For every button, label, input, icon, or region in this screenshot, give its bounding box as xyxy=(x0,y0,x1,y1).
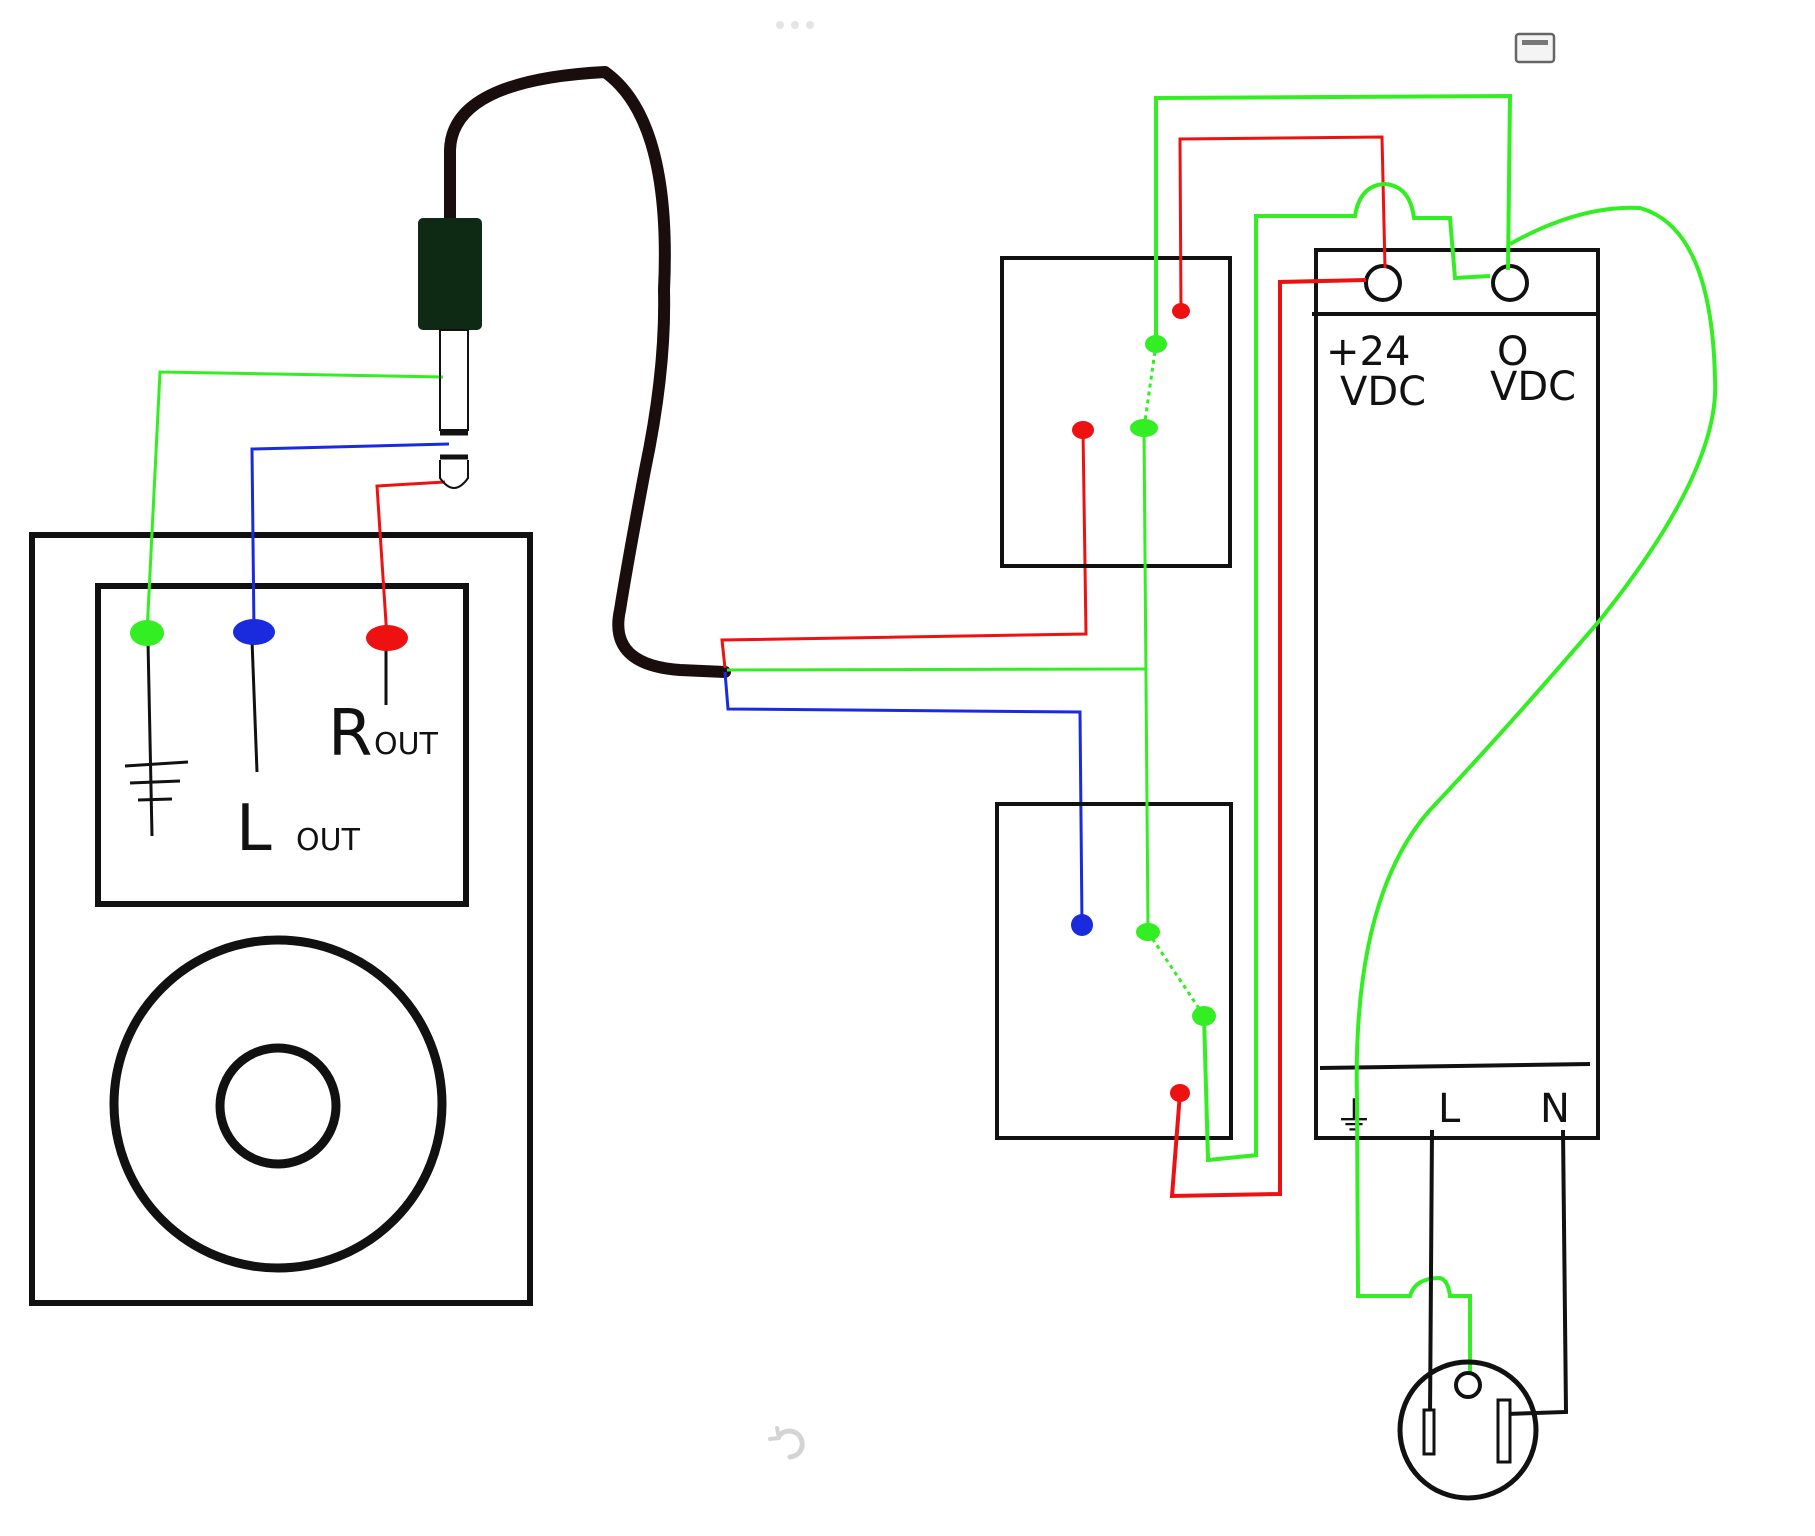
switch-bottom-body xyxy=(995,802,1233,1140)
mains-outlet xyxy=(1397,1359,1539,1501)
left-wire-to-switch xyxy=(723,671,1084,926)
ground-wire-bus xyxy=(726,667,1146,672)
switch-top-contact-link xyxy=(1142,343,1158,429)
relay-switch-bottom xyxy=(995,802,1233,1140)
green-earth-long xyxy=(1354,205,1718,1101)
psu-plus-unit: VDC xyxy=(1340,369,1426,415)
left-wire-to-plug xyxy=(250,442,450,633)
left-terminal-stem xyxy=(250,639,259,773)
psu-zero-label: O xyxy=(1497,329,1528,375)
window-icon[interactable] xyxy=(1514,32,1556,64)
l-out-label-letter: L xyxy=(236,792,272,866)
ground-wire-to-plug xyxy=(145,370,444,634)
green-switch-return xyxy=(1202,1015,1259,1163)
psu-n-label: N xyxy=(1540,1086,1570,1132)
r-out-label-sub: OUT xyxy=(374,727,439,762)
common-ground-link xyxy=(1142,427,1150,933)
ground-terminal-stem xyxy=(146,641,154,837)
plug-body xyxy=(418,218,482,330)
audio-player: L OUT R OUT xyxy=(29,532,533,1306)
psu-ground-label: ⏚ xyxy=(1334,1094,1374,1140)
center-button xyxy=(215,1043,341,1169)
psu-zero-terminal xyxy=(1491,264,1529,302)
right-wire-to-plug xyxy=(375,480,446,639)
red-to-psu-plus xyxy=(1169,278,1367,1199)
outlet-neutral-slot xyxy=(1496,1398,1512,1464)
earth-to-outlet xyxy=(1355,1099,1472,1385)
outlet-face xyxy=(1397,1359,1539,1501)
r-out-label-letter: R xyxy=(328,697,372,771)
switch-bottom-contact-link xyxy=(1146,931,1206,1017)
audio-cable xyxy=(444,66,731,678)
psu-plus-terminal xyxy=(1364,264,1402,302)
green-loop-top xyxy=(1154,93,1513,344)
click-wheel xyxy=(109,935,447,1273)
ground-icon xyxy=(124,760,189,802)
line-to-outlet xyxy=(1428,1129,1434,1419)
audio-plug xyxy=(418,66,731,678)
psu-plus-label: +24 xyxy=(1326,329,1410,375)
outlet-ground-hole xyxy=(1454,1371,1482,1399)
player-body xyxy=(29,532,533,1306)
switch-top-body xyxy=(1000,256,1232,568)
plug-sleeve xyxy=(439,329,469,431)
player-screen xyxy=(95,583,469,907)
green-crossover xyxy=(1254,181,1491,1156)
right-wire-to-switch xyxy=(720,429,1088,669)
plug-tip xyxy=(439,460,469,489)
neutral-to-outlet xyxy=(1505,1129,1569,1416)
refresh-icon[interactable] xyxy=(768,1426,805,1460)
psu-body xyxy=(1314,248,1600,1140)
switch-bottom-output-blue xyxy=(1071,914,1093,936)
psu-bottom-divider xyxy=(1319,1062,1591,1070)
power-supply: +24 VDC O VDC ⏚ L N xyxy=(1312,248,1600,1140)
outlet-line-slot xyxy=(1422,1408,1436,1456)
psu-l-label: L xyxy=(1438,1086,1461,1132)
relay-switch-top xyxy=(1000,256,1232,568)
more-dots-icon[interactable] xyxy=(776,21,814,29)
red-loop-top xyxy=(1178,135,1387,312)
psu-zero-unit: VDC xyxy=(1490,364,1576,410)
l-out-label-sub: OUT xyxy=(296,823,361,858)
switch-top-output-red xyxy=(1072,421,1094,439)
